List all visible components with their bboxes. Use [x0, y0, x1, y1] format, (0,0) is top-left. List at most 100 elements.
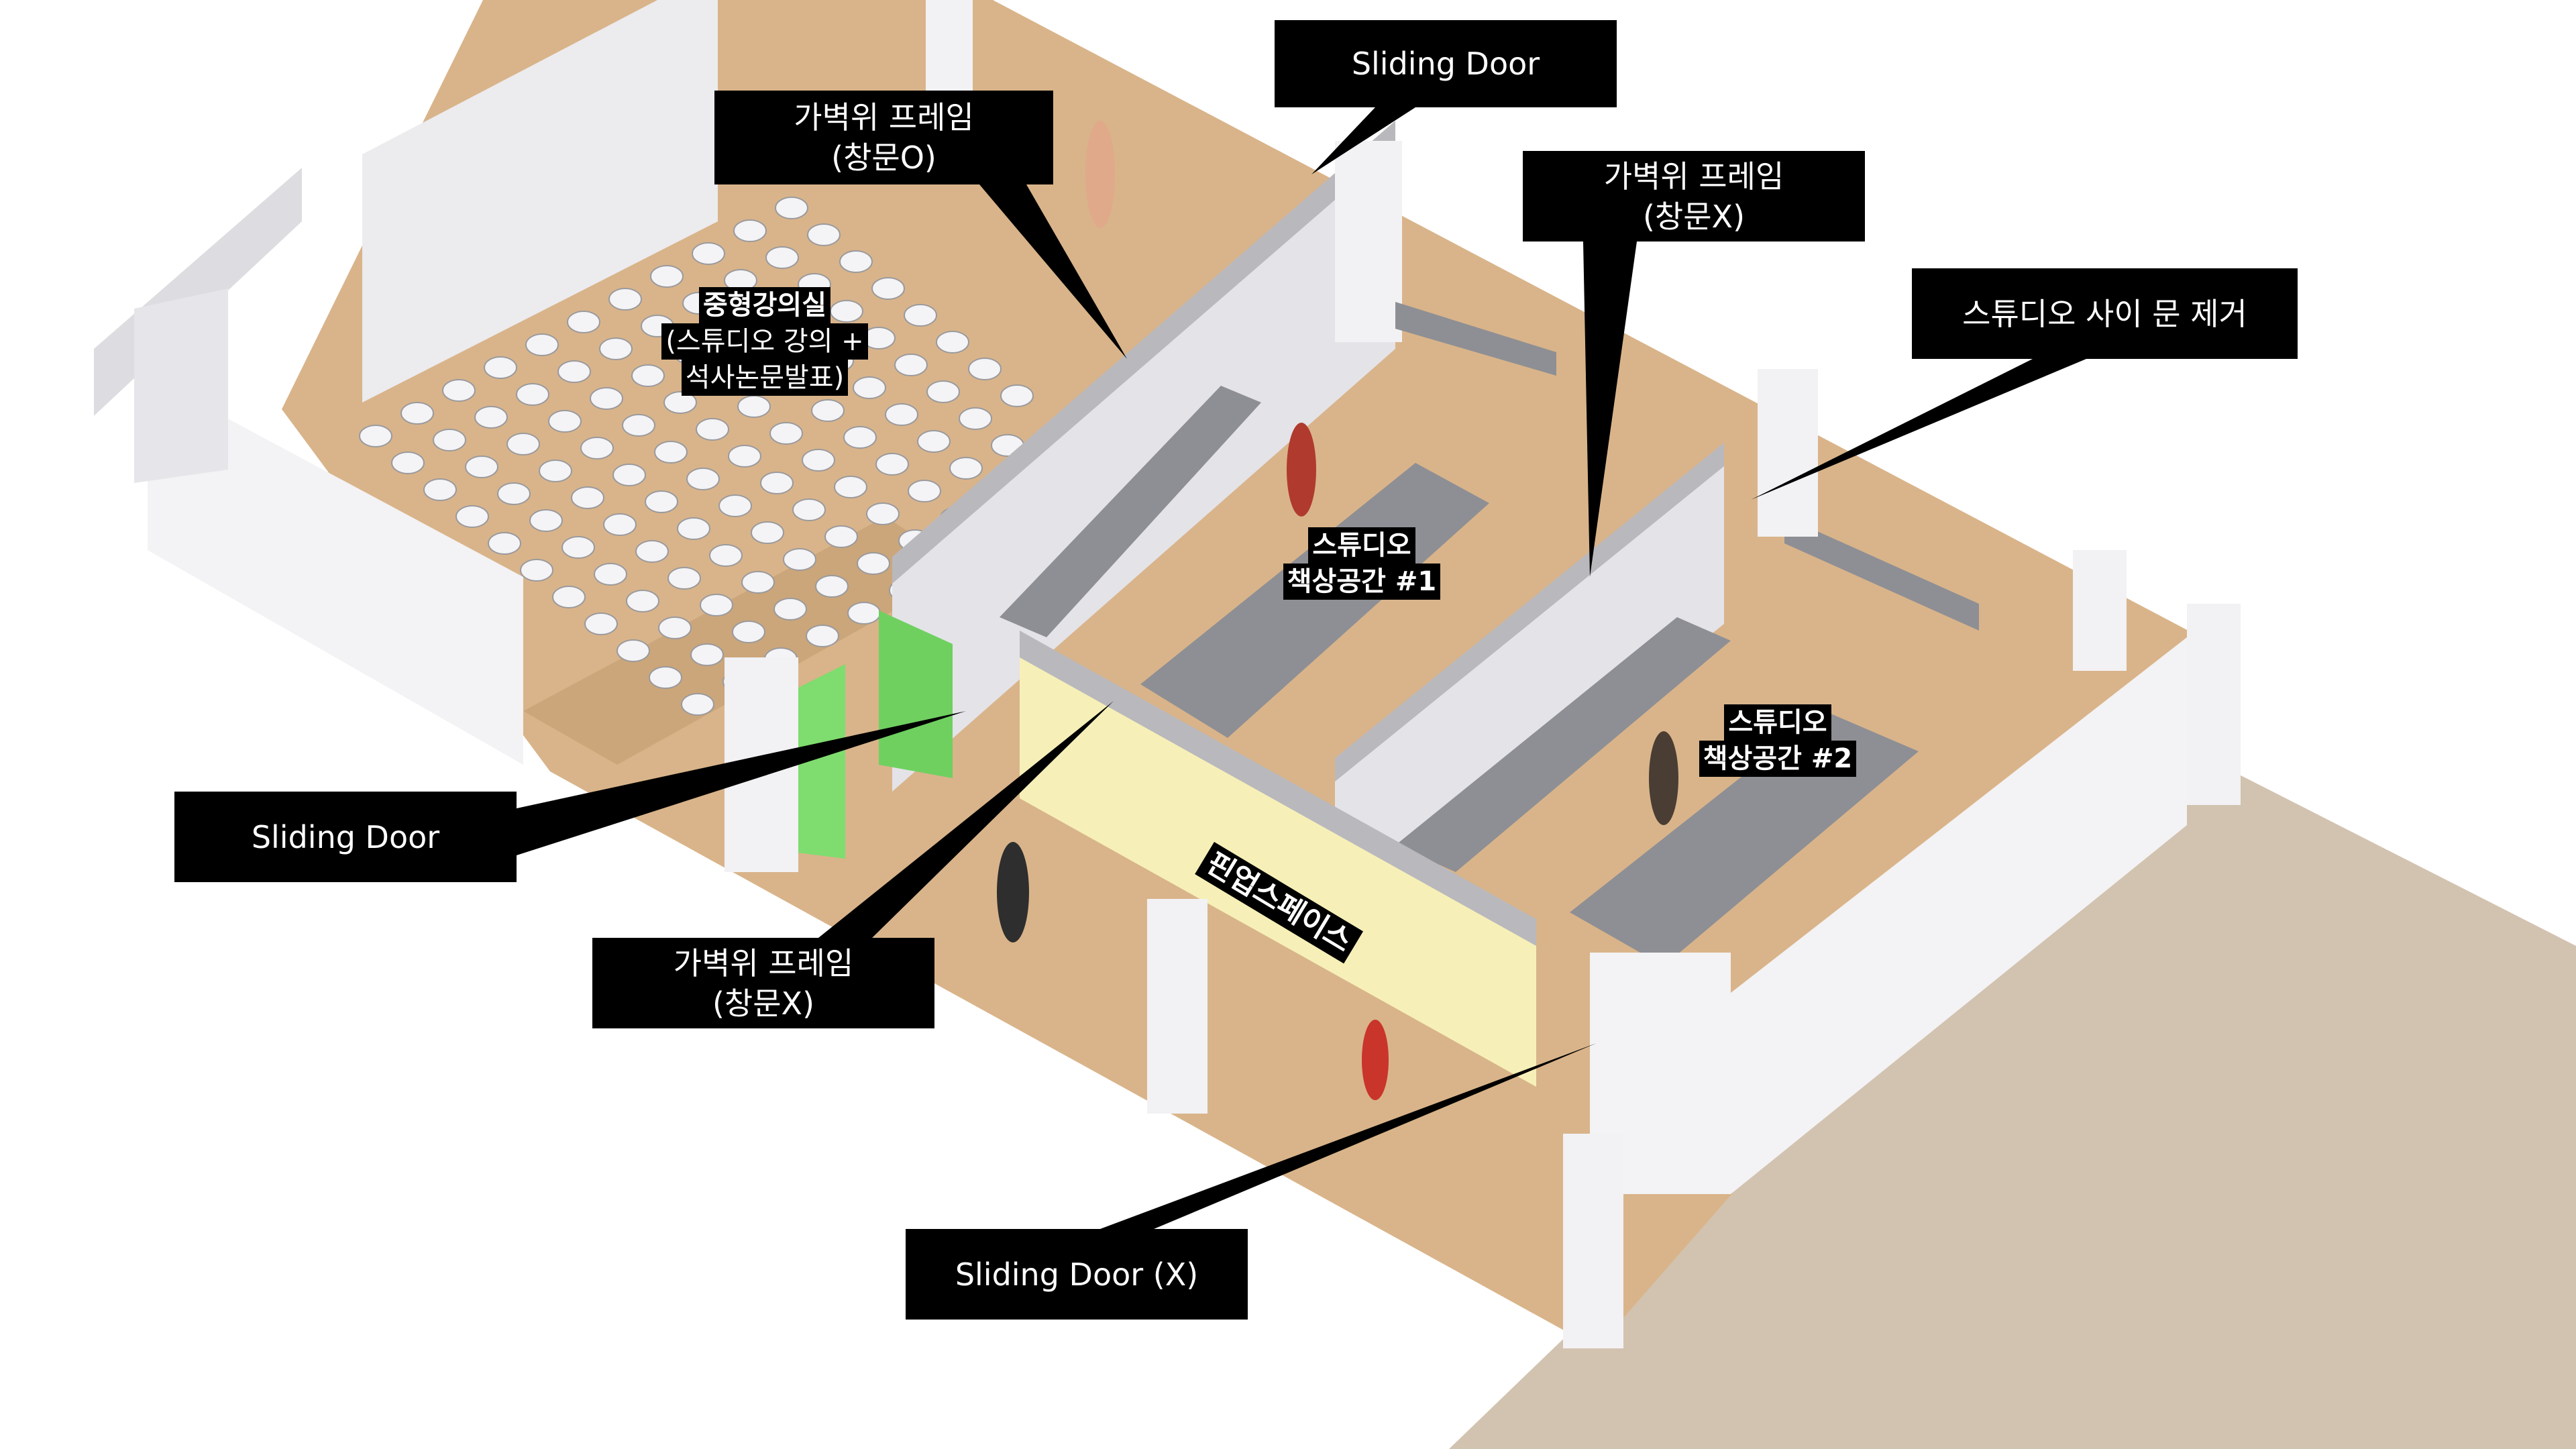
sliding-door-green-right [879, 610, 953, 778]
studio2-desk-right [1784, 517, 1979, 631]
studio1-desk-row-back [1000, 386, 1261, 637]
chair [525, 333, 559, 356]
studio2-wall-pillar [2073, 550, 2127, 671]
chair [959, 407, 992, 430]
chair [741, 571, 775, 594]
chair [580, 437, 614, 460]
chair [700, 594, 733, 616]
callout-pointer-wall-frame-top-right [1583, 241, 1637, 577]
chair [875, 453, 909, 476]
room-label-studio-desk-1: 스튜디오 책상공간 #1 [1261, 527, 1462, 600]
callout-pointer-sliding-door-left [517, 711, 966, 855]
callout-line: (창문O) [831, 140, 936, 176]
chair [815, 575, 849, 598]
callout-line: (창문X) [1642, 198, 1746, 235]
chair [733, 219, 767, 242]
chair [590, 387, 623, 410]
chair [681, 693, 714, 716]
chair [548, 410, 582, 433]
chair [677, 517, 710, 540]
callout-pointer-wall-frame-top-left [979, 184, 1127, 359]
room-title: 중형강의실 [699, 287, 830, 323]
people [997, 121, 1678, 1100]
chair [802, 449, 835, 472]
callout-pointer-sliding-door-top [1311, 107, 1415, 174]
chair [806, 625, 839, 647]
callout-line: 가벽위 프레임 [794, 99, 974, 136]
chair [718, 494, 752, 517]
lecture-hall-back-wall [362, 0, 718, 402]
room-line: 책상공간 #1 [1283, 564, 1441, 600]
studio2-desk-row [1395, 617, 1731, 872]
sliding-door-green-left [792, 664, 845, 859]
chair [616, 639, 650, 662]
chair [506, 433, 540, 455]
callout-sliding-door-left: Sliding Door [174, 792, 517, 882]
partition-end-pillar [1335, 141, 1402, 342]
chair [529, 509, 563, 532]
chair [612, 464, 646, 486]
chair [667, 567, 701, 590]
callout-line: (창문X) [712, 985, 815, 1022]
chair [866, 502, 900, 525]
callout-sliding-door-top: Sliding Door [1275, 20, 1617, 107]
chair [904, 304, 937, 327]
chair [765, 246, 799, 269]
room-line: 책상공간 #2 [1699, 741, 1857, 777]
chair [571, 486, 604, 509]
chair [400, 402, 434, 425]
chair [631, 364, 665, 387]
callout-pointer-wall-frame-bottom [818, 701, 1114, 938]
lecture-hall-corner-pillar [134, 288, 228, 483]
chair [760, 472, 794, 494]
lecture-hall-front-wall [148, 376, 523, 765]
chair [894, 354, 928, 376]
chair [474, 406, 508, 429]
chair [936, 331, 969, 354]
chair [455, 505, 489, 528]
chair [853, 376, 886, 399]
chair [635, 540, 669, 563]
chair [692, 242, 725, 265]
pinup-wall [1020, 651, 1536, 1087]
chair [871, 277, 905, 300]
chair [622, 414, 655, 437]
chair [690, 643, 724, 666]
chair [488, 532, 521, 555]
chair [654, 441, 688, 464]
callout-line: 스튜디오 사이 문 제거 [1962, 295, 2247, 332]
callout-sliding-door-bottom: Sliding Door (X) [906, 1229, 1248, 1320]
chair [584, 612, 618, 635]
chair [732, 621, 765, 643]
chair [830, 300, 863, 323]
chair [520, 559, 553, 582]
chair [599, 337, 633, 360]
callout-wall-frame-top-right: 가벽위 프레임 (창문X) [1523, 151, 1865, 241]
chair [423, 478, 457, 501]
chair [465, 455, 498, 478]
room-line: 석사논문발표) [681, 360, 849, 396]
studio-gap-pillar [1758, 369, 1818, 537]
callout-line: 가벽위 프레임 [673, 945, 854, 981]
callout-pointer-sliding-door-bottom [1100, 1043, 1597, 1229]
chair [949, 457, 983, 480]
callout-wall-frame-top-left: 가벽위 프레임 (창문O) [714, 91, 1053, 184]
chair [658, 616, 692, 639]
callout-pointer-studio-door-removed [1751, 359, 2086, 500]
chair [728, 445, 761, 468]
studio2-right-wall [1731, 637, 2187, 1194]
chair [834, 476, 867, 498]
callout-wall-frame-bottom: 가벽위 프레임 (창문X) [592, 938, 934, 1028]
chair [709, 544, 743, 567]
chair [650, 265, 684, 288]
chair [484, 356, 517, 379]
front-bottom-pillar [1563, 1134, 1623, 1348]
chair [516, 383, 549, 406]
room-line: 스튜디오 [1308, 527, 1415, 564]
chair [552, 586, 586, 608]
chair [811, 399, 845, 422]
chair [737, 395, 771, 418]
chair [824, 525, 858, 548]
chair [442, 379, 476, 402]
